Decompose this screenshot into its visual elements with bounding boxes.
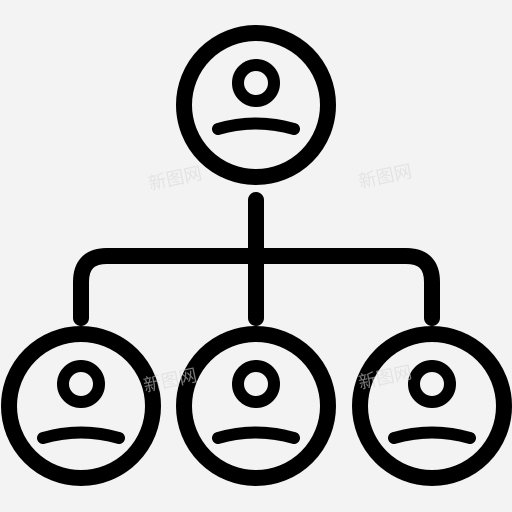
right-node-circle <box>352 326 512 486</box>
right-user-node <box>352 326 512 486</box>
left-head-icon <box>57 360 105 408</box>
left-shoulder-icon <box>37 426 125 444</box>
middle-user-node <box>176 326 336 486</box>
watermark-text-1: 新图网 <box>147 163 204 195</box>
middle-head-icon <box>232 360 280 408</box>
middle-node-circle <box>176 326 336 486</box>
top-user-node <box>176 25 336 185</box>
horizontal-connector <box>73 248 440 326</box>
right-shoulder-icon <box>388 426 476 444</box>
left-node-circle <box>1 326 161 486</box>
left-user-node <box>1 326 161 486</box>
middle-shoulder-icon <box>212 426 300 444</box>
top-shoulder-icon <box>212 117 300 135</box>
top-node-circle <box>176 25 336 185</box>
top-head-icon <box>232 59 280 107</box>
right-head-icon <box>408 360 456 408</box>
watermark-text-2: 新图网 <box>357 161 414 193</box>
